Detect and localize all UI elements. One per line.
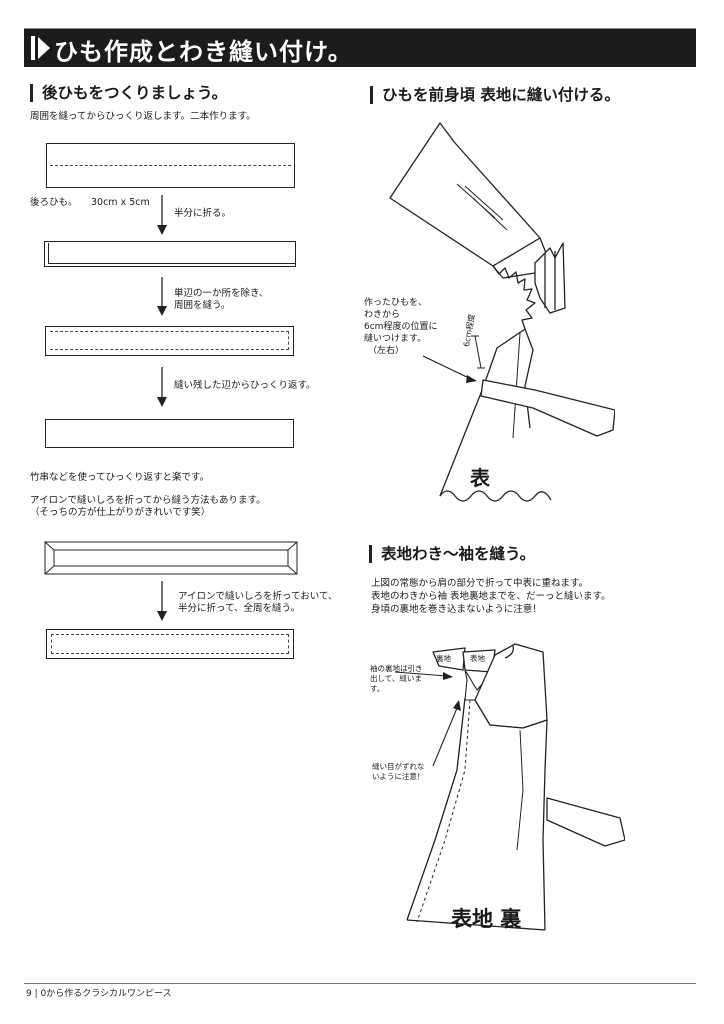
strap-strip-folded — [44, 241, 296, 267]
step-arrows — [157, 195, 167, 621]
fabric-inside-label: 表地 裏 — [451, 907, 522, 931]
seam-note-2: いように注意！ — [372, 772, 425, 781]
step-turn-out: 縫い残した辺からひっくり返す。 — [174, 380, 316, 391]
sleeve-note-1: 袖の裏地は引き — [370, 664, 423, 673]
strap-intro: 周囲を縫ってからひっくり返します。二本作ります。 — [30, 111, 256, 122]
alt-step-line2: 半分に折って、全周を縫う。 — [178, 603, 300, 614]
attach-note-2: わきから — [364, 310, 401, 320]
side-seam-desc-3: 身頃の裏地を巻き込まないように注意！ — [371, 604, 542, 615]
bodice-front-diagram — [389, 122, 615, 502]
strap-label: 後ろひも。 — [30, 197, 78, 208]
strap-size: 30cm x 5cm — [91, 197, 150, 208]
stitch-line-full — [51, 634, 289, 654]
sleeve-note-3: す。 — [370, 684, 385, 693]
sleeve-outer-label: 表地 — [470, 654, 485, 663]
sleeve-lining-label: 裏地 — [436, 654, 451, 663]
strap-strip-ironed — [44, 541, 298, 575]
stitch-line — [50, 331, 289, 350]
step-fold-half: 半分に折る。 — [174, 208, 232, 219]
page-footer: 9 | 0から作るクラシカルワンピース — [26, 989, 172, 999]
strap-strip-turned — [45, 419, 294, 448]
section-heading-attach: ひもを前身頃 表地に縫い付ける。 — [370, 86, 620, 104]
tip-skewer: 竹串などを使ってひっくり返すと楽です。 — [30, 472, 210, 483]
tip-iron-line1: アイロンで縫いしろを折ってから縫う方法もあります。 — [30, 495, 266, 506]
side-seam-desc-2: 表地のわきから袖 表地裏地までを、だーっと縫います。 — [371, 591, 611, 602]
side-seam-desc-1: 上図の常態から肩の部分で折って中表に重ねます。 — [371, 578, 589, 589]
bodice-inside-diagram — [395, 643, 625, 931]
fold-line — [50, 165, 291, 166]
fabric-outer-label: 表 — [470, 466, 490, 490]
step-sew-line1: 単辺の一か所を除き、 — [174, 288, 269, 299]
page-title: ひも作成とわき縫い付け。 — [54, 38, 353, 66]
footer-rule — [24, 983, 696, 984]
tip-iron-line2: （そっちの方が仕上がりがきれいです笑） — [30, 507, 211, 518]
step-sew-line2: 周囲を縫う。 — [174, 300, 231, 311]
attach-note-1: 作ったひもを、 — [364, 298, 428, 308]
attach-note-4: 縫いつけます。 — [364, 334, 427, 344]
seam-note-1: 縫い目がずれな — [372, 762, 425, 771]
alt-step-line1: アイロンで縫いしろを折っておいて、 — [178, 591, 338, 602]
section-heading-side-seam: 表地わき〜袖を縫う。 — [369, 545, 535, 563]
title-bar: ひも作成とわき縫い付け。 — [24, 28, 696, 67]
attach-note-5: （左右） — [368, 346, 405, 356]
attach-note-3: 6cm程度の位置に — [364, 322, 438, 332]
section-heading-strap: 後ひもをつくりましょう。 — [30, 84, 227, 102]
sleeve-note-2: 出して、縫いま — [370, 674, 422, 683]
fold-edge — [48, 243, 295, 264]
play-arrow-icon — [31, 36, 50, 60]
